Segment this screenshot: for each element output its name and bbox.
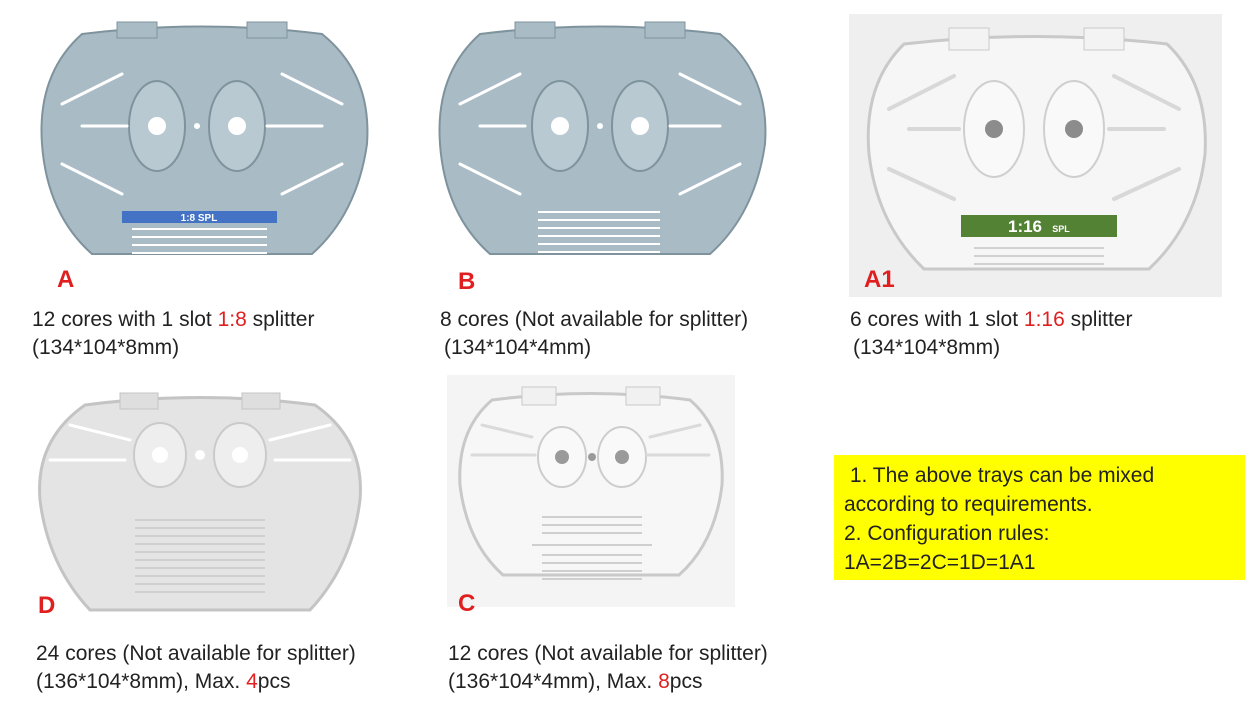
- tray-b-caption: 8 cores (Not available for splitter) (13…: [440, 308, 749, 359]
- tray-d-image: [38, 392, 362, 612]
- tray-d-caption: 24 cores (Not available for splitter) (1…: [36, 642, 356, 693]
- tray-a-dimensions: (134*104*8mm): [32, 336, 180, 359]
- tray-a-spl-label: 1:8 SPL: [181, 213, 218, 224]
- note-line-4: 1A=2B=2C=1D=1A1: [844, 551, 1036, 574]
- note-line-1: 1. The above trays can be mixed: [844, 464, 1155, 487]
- tray-a-caption: 12 cores with 1 slot 1:8 splitter (134*1…: [32, 308, 315, 359]
- tray-c-dimensions: (136*104*4mm), Max. 8pcs: [448, 670, 703, 693]
- tray-b-dimensions: (134*104*4mm): [444, 336, 592, 359]
- tray-c-letter: C: [458, 590, 476, 617]
- tray-a1-spl-label-sub: SPL: [1052, 224, 1070, 234]
- tray-a1-caption: 6 cores with 1 slot 1:16 splitter (134*1…: [850, 308, 1133, 359]
- tray-a-letter: A: [57, 266, 75, 293]
- tray-a1-letter: A1: [864, 266, 895, 293]
- configuration-notes-box: 1. The above trays can be mixed accordin…: [834, 455, 1245, 580]
- tray-c-image: [447, 375, 735, 607]
- tray-a1-spl-label-main: 1:16: [1008, 217, 1042, 236]
- tray-b-image: [438, 21, 767, 269]
- tray-b-letter: B: [458, 268, 476, 295]
- tray-a-image: 1:8 SPL: [40, 21, 369, 270]
- note-line-3: 2. Configuration rules:: [844, 522, 1050, 545]
- tray-a1-dimensions: (134*104*8mm): [853, 336, 1001, 359]
- tray-a1-image: 1:16 SPL: [849, 14, 1222, 297]
- tray-d-dimensions: (136*104*8mm), Max. 4pcs: [36, 670, 291, 693]
- tray-d-letter: D: [38, 592, 56, 619]
- tray-c-caption: 12 cores (Not available for splitter) (1…: [448, 642, 768, 693]
- note-line-2: according to requirements.: [844, 493, 1093, 516]
